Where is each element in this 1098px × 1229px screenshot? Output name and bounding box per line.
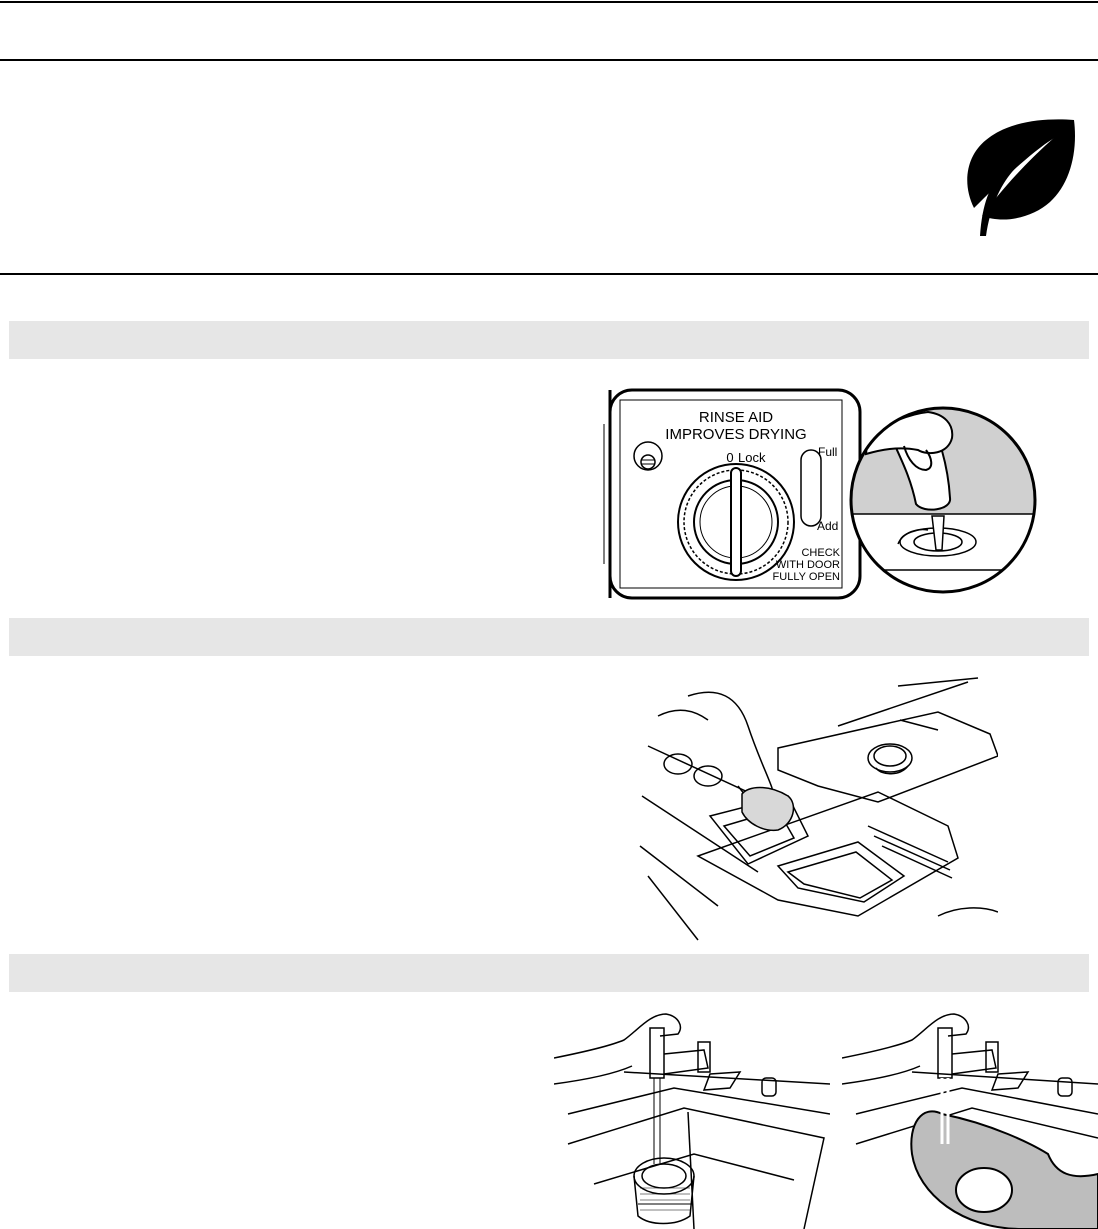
header-rule: [0, 59, 1098, 61]
filter-rinsing-illustration-1: [554, 1013, 830, 1229]
check-line3: FULLY OPEN: [773, 571, 841, 583]
section-heading-bar-3: [9, 954, 1089, 992]
check-line2: WITH DOOR: [776, 559, 840, 571]
lock-label: Lock: [738, 450, 766, 465]
top-rule: [0, 1, 1098, 3]
rinse-aid-dispenser-illustration: RINSE AID IMPROVES DRYING 0 Lock Full Ad…: [603, 388, 1037, 600]
notice-rule: [0, 273, 1098, 275]
check-line1: CHECK: [801, 547, 840, 559]
detergent-dispenser-illustration: [639, 677, 998, 941]
lock-marker: 0: [726, 450, 733, 465]
section-heading-bar-2: [9, 618, 1089, 656]
full-label: Full: [818, 445, 837, 459]
leaf-icon: [967, 119, 1075, 236]
filter-rinsing-illustration-2: [842, 1013, 1098, 1229]
rinse-aid-title-line2: IMPROVES DRYING: [665, 426, 806, 443]
rinse-aid-title-line1: RINSE AID: [699, 409, 773, 426]
add-label: Add: [817, 519, 838, 533]
section-heading-bar-1: [9, 321, 1089, 359]
